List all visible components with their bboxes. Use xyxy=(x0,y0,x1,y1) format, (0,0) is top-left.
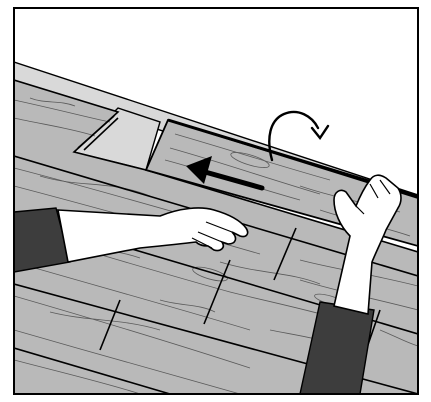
flooring-installation-illustration xyxy=(0,0,431,402)
illustration-canvas xyxy=(0,0,431,402)
